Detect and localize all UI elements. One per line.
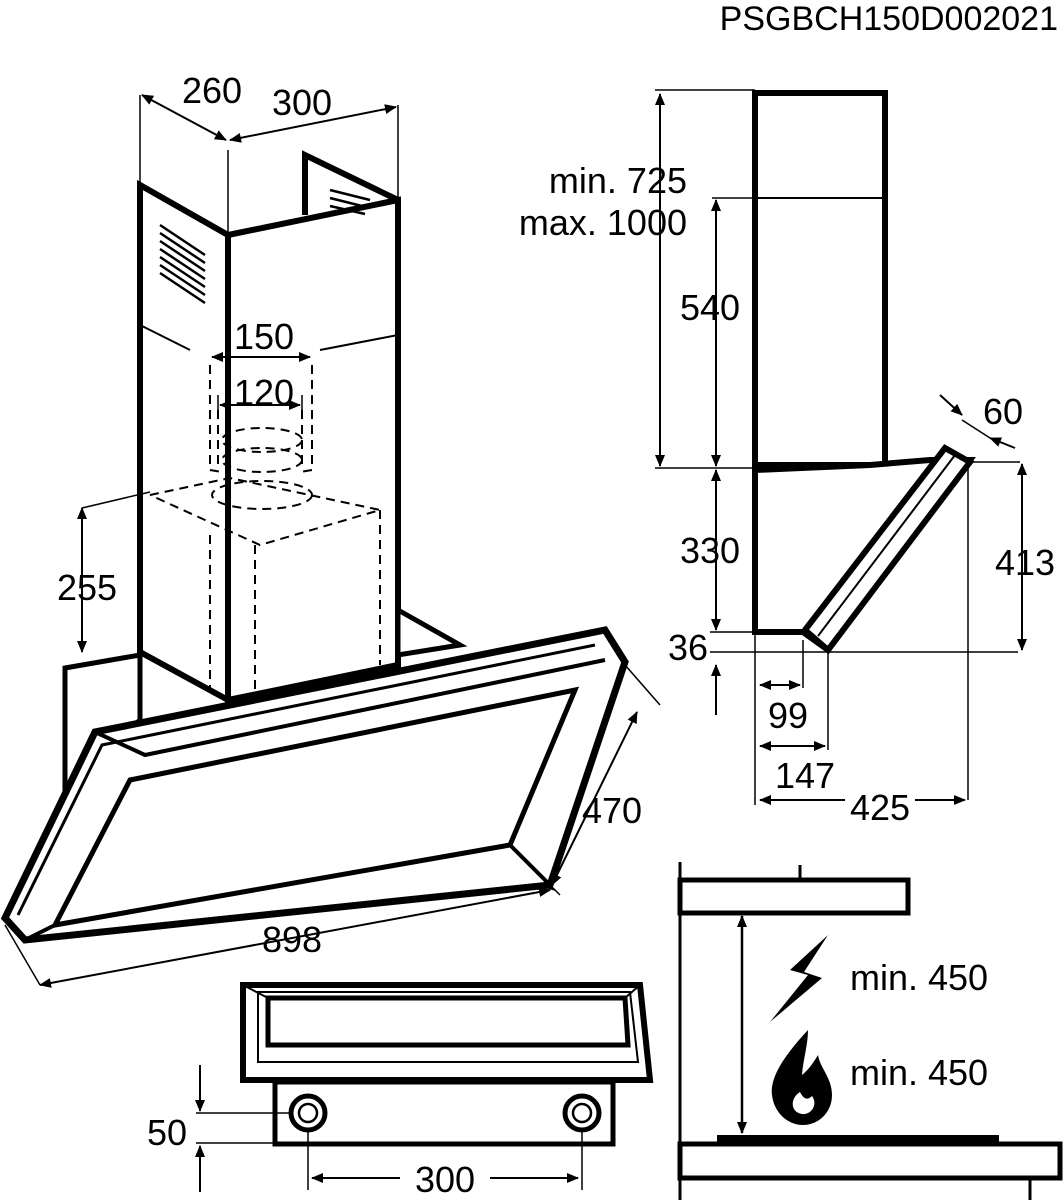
glass-panel bbox=[0, 626, 629, 944]
dim-depth-147: 147 bbox=[775, 755, 835, 796]
dim-chimney-upper: 540 bbox=[680, 287, 740, 328]
dim-hole-spacing: 300 bbox=[415, 1159, 475, 1200]
side-profile bbox=[752, 90, 976, 655]
hob-cooktop bbox=[677, 1135, 1063, 1200]
dim-chimney-min: min. 725 bbox=[549, 160, 687, 201]
side-dimension-lines bbox=[655, 89, 1027, 805]
vent-slots-left bbox=[159, 223, 206, 305]
side-view: min. 725 max. 1000 540 330 36 60 413 99 … bbox=[519, 89, 1055, 828]
gas-clearance-label: min. 450 bbox=[850, 1052, 988, 1093]
dim-chimney-width: 300 bbox=[272, 82, 332, 123]
flame-icon bbox=[771, 1030, 832, 1125]
hidden-outlet-lines bbox=[149, 365, 381, 700]
clearance-view: min. 450 min. 450 bbox=[677, 862, 1063, 1200]
dim-chimney-max: max. 1000 bbox=[519, 202, 687, 243]
dim-body-height: 330 bbox=[680, 530, 740, 571]
dim-panel-depth: 470 bbox=[582, 790, 642, 831]
dim-outlet-inner: 120 bbox=[234, 372, 294, 413]
dim-hole-offset: 50 bbox=[147, 1112, 187, 1153]
dim-panel-height: 413 bbox=[995, 542, 1055, 583]
document-code: PSGBCH150D002021 bbox=[720, 0, 1058, 38]
hood-underside bbox=[677, 862, 911, 1200]
chimney bbox=[137, 95, 401, 706]
bracket-body bbox=[240, 982, 654, 1147]
vent-slots-right bbox=[329, 188, 371, 216]
bracket-view: 50 300 bbox=[147, 982, 654, 1200]
dim-panel-width: 898 bbox=[262, 919, 322, 960]
dim-outlet-outer: 150 bbox=[234, 316, 294, 357]
bracket-dimension-lines bbox=[195, 1065, 583, 1192]
hood-dimension-lines bbox=[4, 94, 661, 988]
dim-depth-99: 99 bbox=[768, 695, 808, 736]
dim-chimney-depth: 260 bbox=[182, 70, 242, 111]
hood-perspective-view: 260 300 150 120 255 470 898 bbox=[0, 70, 661, 988]
dim-panel-thickness: 60 bbox=[983, 391, 1023, 432]
dim-front-bottom: 36 bbox=[668, 627, 708, 668]
lightning-icon bbox=[770, 935, 828, 1022]
electric-clearance-label: min. 450 bbox=[850, 957, 988, 998]
dim-bracket-height: 255 bbox=[57, 567, 117, 608]
dim-depth-425: 425 bbox=[850, 787, 910, 828]
